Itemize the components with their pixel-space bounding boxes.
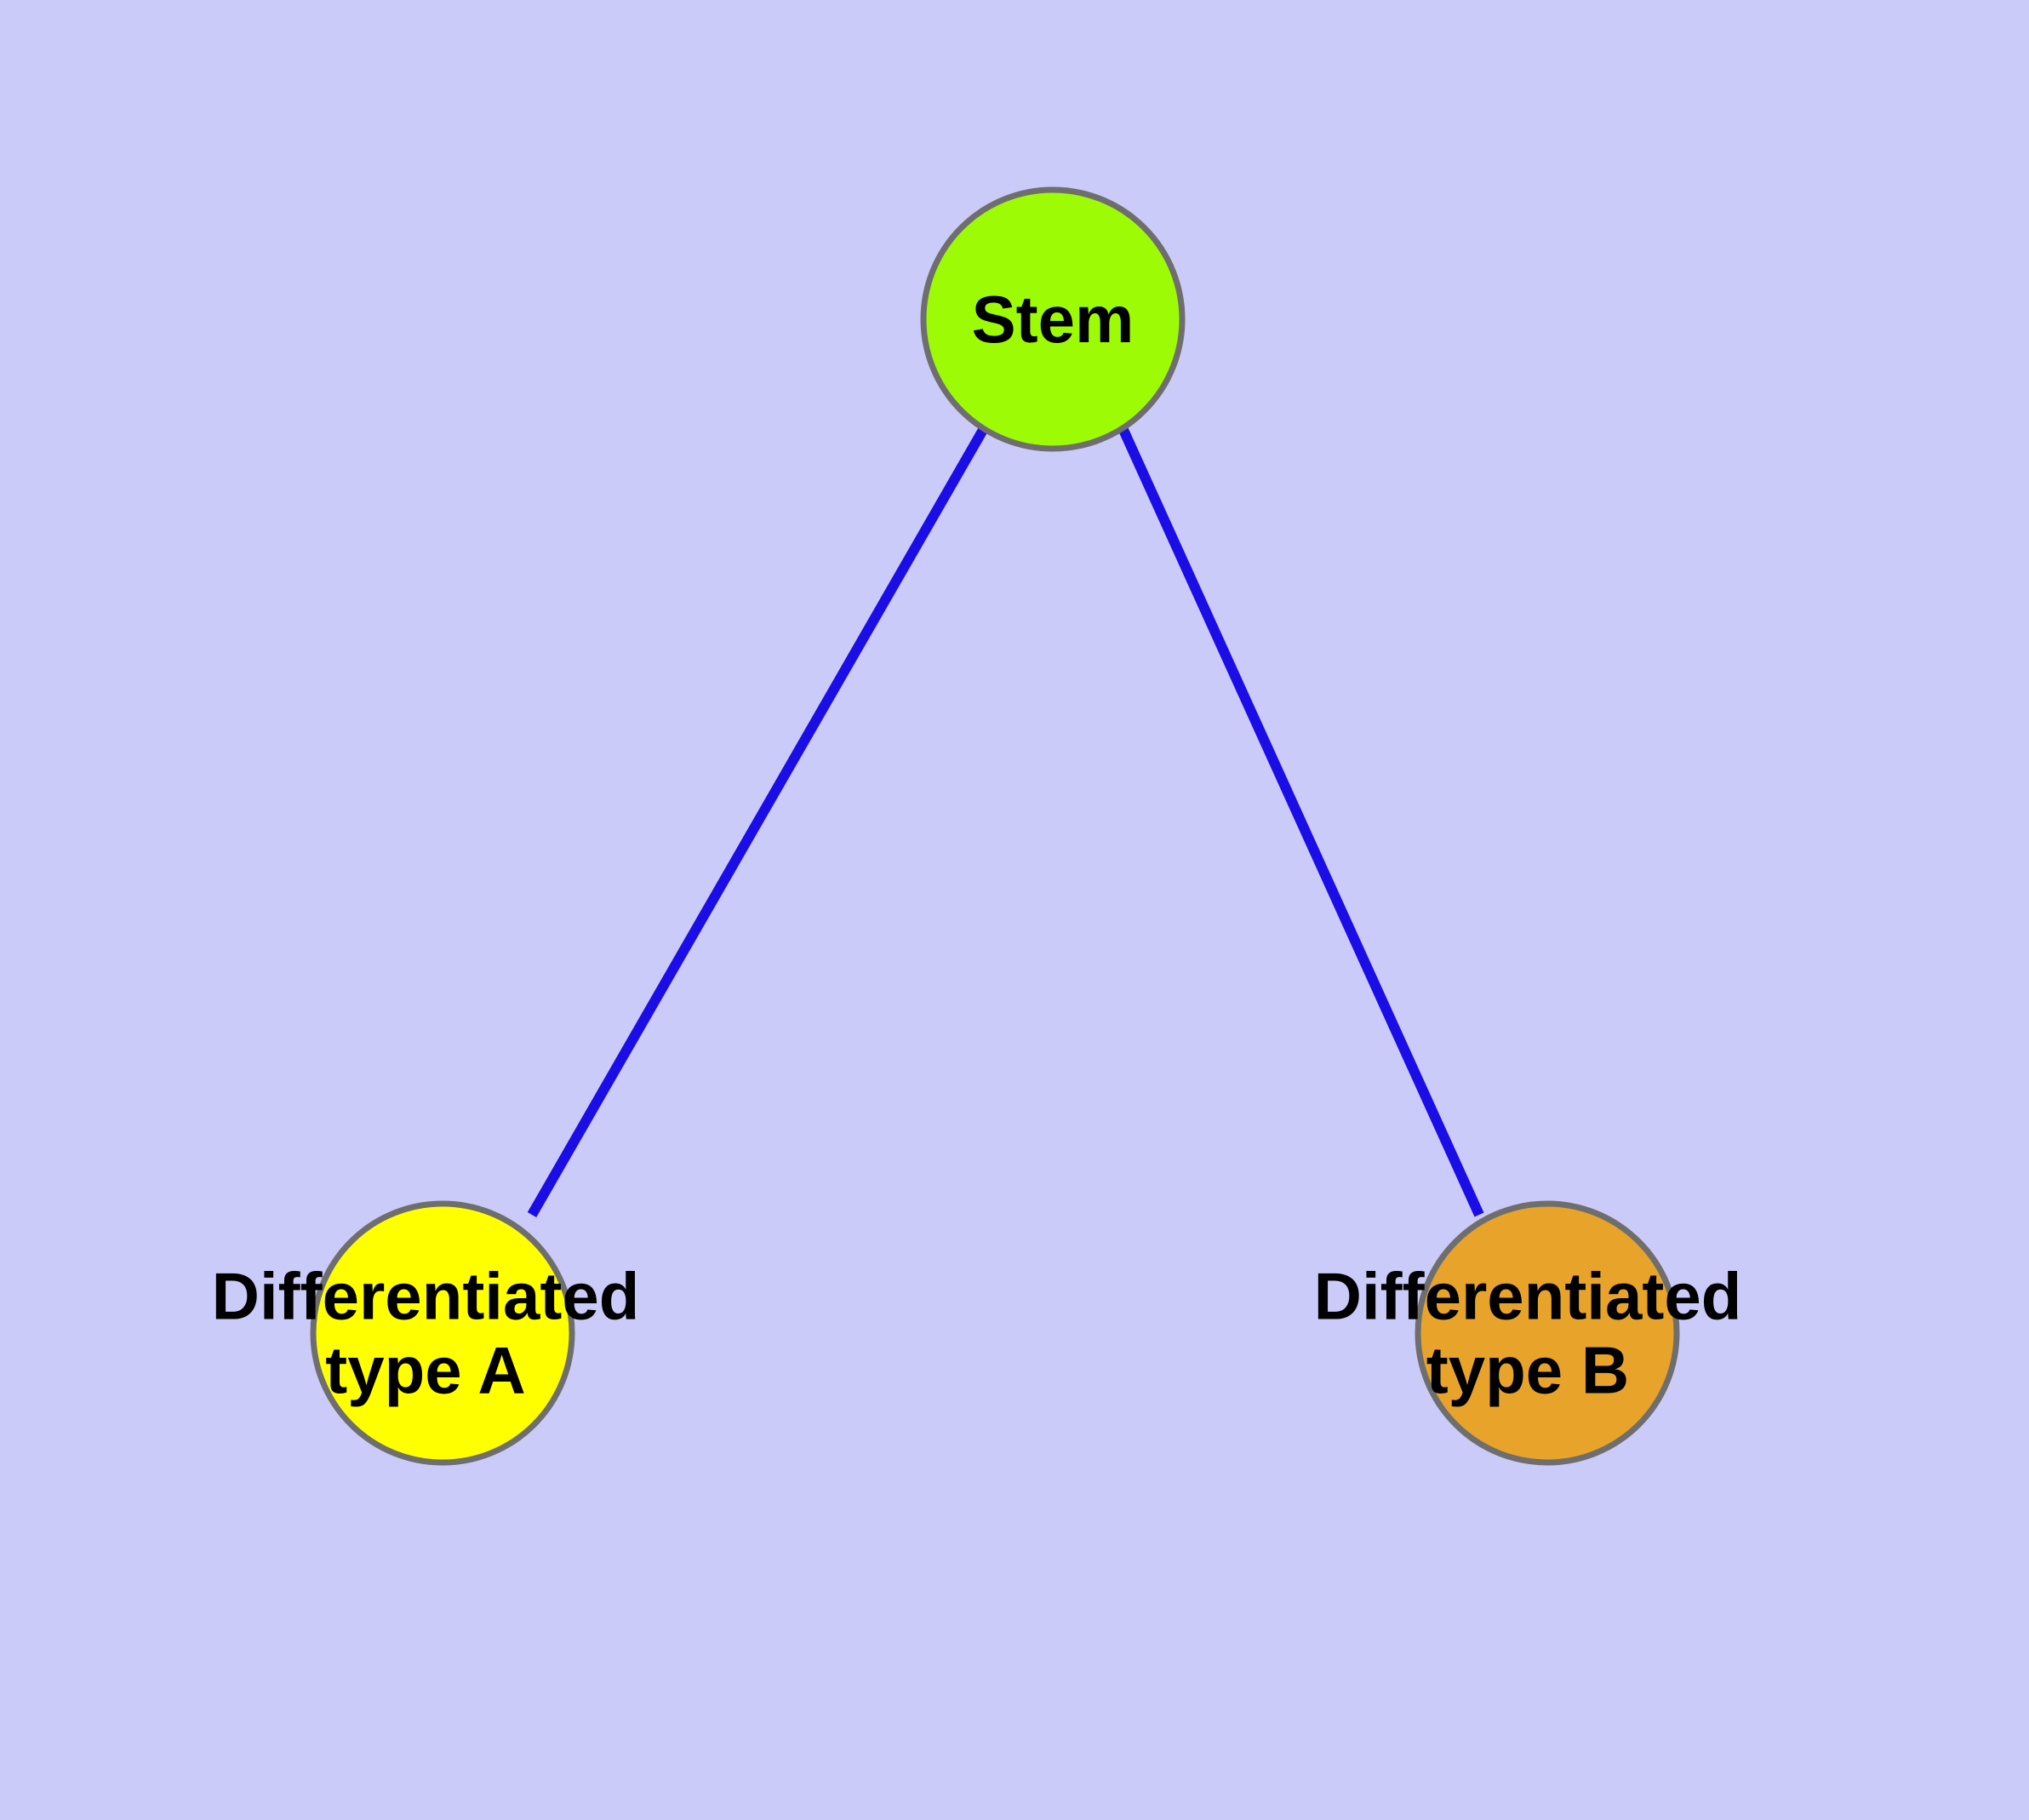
node-diff_a[interactable] (310, 1200, 575, 1466)
nodes-layer (310, 186, 1680, 1466)
node-label-line: Stem (972, 282, 1135, 357)
node-label-line: type A (325, 1333, 526, 1408)
node-label-line: type B (1426, 1333, 1629, 1408)
node-diff_b[interactable] (1415, 1200, 1680, 1466)
edges-layer (527, 427, 1484, 1217)
node-stem[interactable] (920, 186, 1186, 452)
node-label-stem: Stem (972, 282, 1135, 357)
node-label-line: Differentiated (212, 1258, 640, 1333)
node-label-line: Differentiated (1314, 1258, 1742, 1333)
edge-stem-to-diff-b[interactable] (1118, 427, 1484, 1217)
edge-stem-to-diff-a[interactable] (527, 427, 988, 1217)
